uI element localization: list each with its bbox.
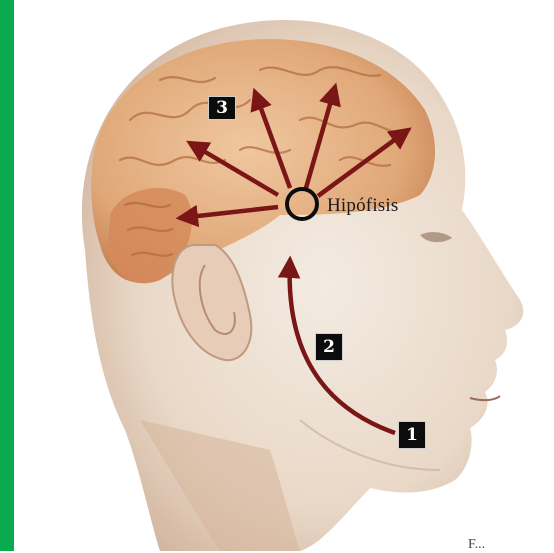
step-label-3: 3 (208, 96, 236, 120)
step-label-2: 2 (315, 333, 343, 361)
green-side-bar (0, 0, 14, 551)
organ-label-hipofisis: Hipófisis (327, 195, 398, 217)
step-label-1: 1 (398, 421, 426, 449)
